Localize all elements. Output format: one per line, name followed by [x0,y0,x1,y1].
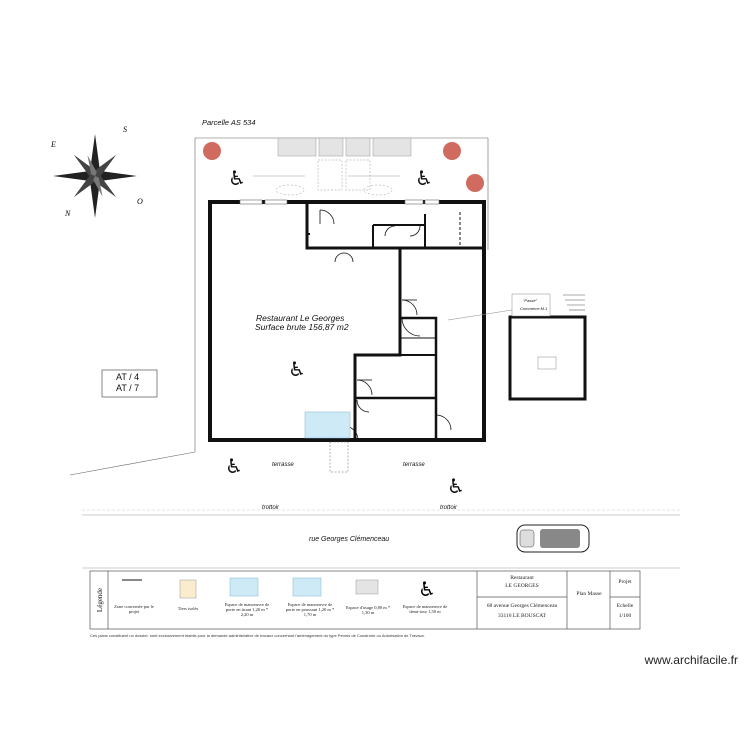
tree-icon [443,142,461,160]
parking-area [253,137,412,196]
trottoir-label-left: trottoir [262,505,280,511]
legend-title: Légende [96,587,104,613]
car-icon [516,524,590,553]
at-line-2: AT / 7 [116,383,140,393]
terrasse-label-right: terrasse [403,462,425,468]
parcel-label: Parcelle AS 534 [202,118,256,127]
legend-item-zone: Zone concernée par le projet [114,604,154,614]
project-line-1: Restaurant [510,575,534,581]
wheelchair-icon: ♿ [415,166,433,190]
legend-item-usage: Espace d'usage 0,80 m * 1,30 m [345,605,391,615]
annex-label-top: "Passé" [523,298,537,303]
building-walls [208,200,486,442]
svg-text:S: S [123,125,127,134]
wheelchair-icons: ♿ ♿ ♿ ♿ ♿ ​ [225,166,465,498]
project-line-3: 68 avenue Georges Clémenceau [486,603,558,609]
watermark: www.archifacile.fr [644,653,738,667]
legend-item-tiers: Tiers isolés [177,606,199,611]
manoeuvre-zone [304,411,351,439]
legend-item-demi-tour: Espace de manoeuvre de demi-tour 1,50 m [402,604,448,614]
wheelchair-icon: ♿ [288,357,306,381]
compass-rose-icon: E S O N [50,125,143,218]
echelle-value: 1/100 [618,613,632,619]
restaurant-area: Surface brute 156,87 m2 [255,322,349,332]
plan-type: Plan Masse [576,591,602,597]
projet-label: Projet [618,579,632,585]
wheelchair-icon: ♿ [225,454,243,478]
street-name: rue Georges Clémenceau [309,536,390,543]
legend-item-poussant: Espace de manoeuvre de porte en poussant… [285,602,335,617]
svg-text:O: O [137,197,143,206]
wheelchair-icon: ♿ [228,166,246,190]
legend-item-tirant: Espace de manoeuvre de porte en tirant 1… [224,602,270,617]
wheelchair-icon: ♿ [447,474,465,498]
annex-building [447,293,587,401]
terrasse-label-left: terrasse [272,462,294,468]
at-line-1: AT / 4 [116,372,140,382]
trottoir-label-right: trottoir [440,505,458,511]
legend-frame [89,570,641,630]
svg-text:E: E [50,140,56,149]
tree-icon [203,142,221,160]
svg-text:N: N [64,209,71,218]
restaurant-name: Restaurant Le Georges [256,313,345,323]
annex-label-bottom: Commerce M.1 [520,306,548,311]
project-line-2: LE GEORGES [505,583,539,589]
echelle-label: Echelle [616,603,634,609]
footer-note: Ces plans constituent un dossier, sont e… [90,633,425,638]
tree-icon [466,174,484,192]
wheelchair-icon: ♿ [418,577,436,601]
at-box [101,369,158,398]
project-line-4: 33110 LE BOUSCAT [497,613,547,619]
